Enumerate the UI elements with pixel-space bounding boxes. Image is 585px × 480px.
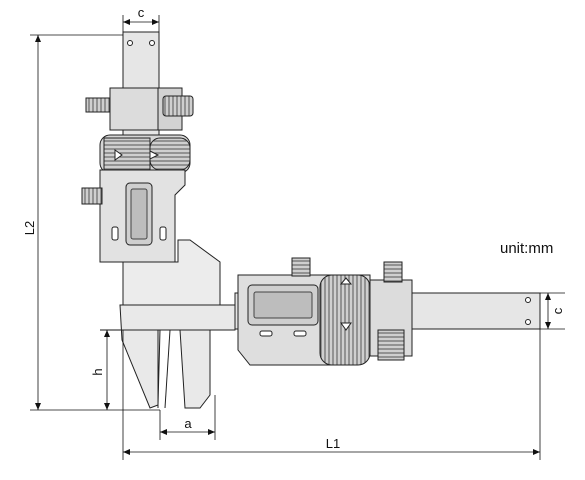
beam-screw (149, 40, 155, 46)
measuring-jaw (100, 304, 236, 409)
dim-label-a: a (184, 416, 192, 431)
locking-screw-top (291, 257, 311, 277)
dim-label-L1: L1 (326, 436, 340, 451)
dim-label-h: h (90, 368, 105, 375)
beam-screw (127, 40, 133, 46)
fine-adjust-roller (162, 95, 194, 117)
dim-label-c-top: c (138, 5, 145, 20)
locking-screw-side (81, 187, 103, 205)
beam-screw (525, 297, 531, 303)
horizontal-caliper (234, 257, 541, 366)
locking-screw-left (85, 97, 111, 113)
dim-label-c-right: c (550, 307, 565, 314)
beam-screw (525, 319, 531, 325)
unit-label: unit:mm (500, 240, 553, 257)
dimension-lines (30, 15, 565, 460)
dim-label-L2: L2 (22, 221, 37, 235)
mode-button-panel (319, 274, 371, 366)
vertical-caliper (81, 31, 221, 306)
